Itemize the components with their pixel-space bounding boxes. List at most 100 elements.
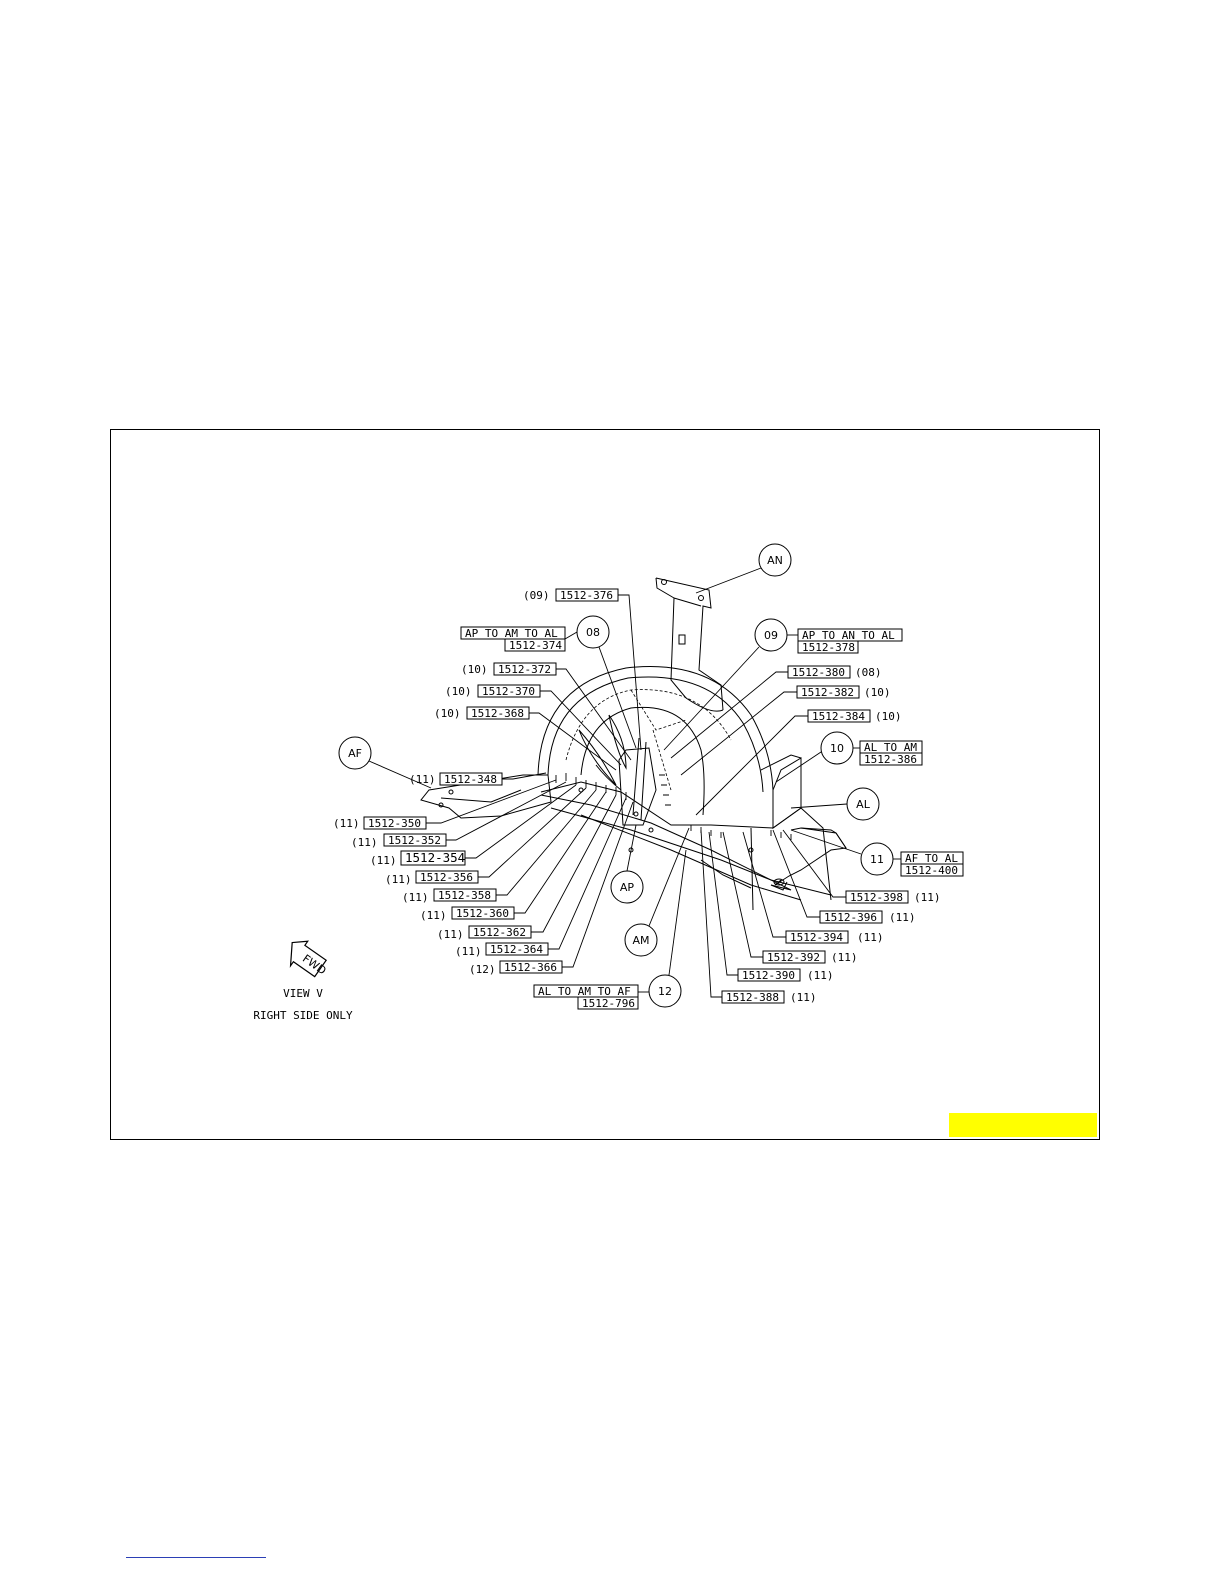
weld-labels-left: (09) 1512-376 (10) 1512-372 (10) 1512-37…	[333, 588, 642, 976]
weld-label: (10) 1512-368	[434, 706, 617, 771]
svg-text:(10): (10)	[461, 663, 488, 676]
weld-label: 1512-388 (11)	[700, 829, 817, 1004]
svg-text:1512-364: 1512-364	[490, 943, 543, 956]
svg-text:1512-358: 1512-358	[438, 889, 491, 902]
svg-text:(11): (11)	[409, 773, 436, 786]
callout-af: AF	[338, 736, 432, 789]
svg-text:(11): (11)	[889, 911, 916, 924]
joint-09-code: 1512-378	[802, 641, 855, 654]
svg-text:(10): (10)	[864, 686, 891, 699]
svg-text:1512-382: 1512-382	[801, 686, 854, 699]
joint-09-desc: AP TO AN TO AL	[802, 629, 895, 642]
svg-text:(11): (11)	[914, 891, 941, 904]
weld-label: 1512-394 (11)	[742, 831, 884, 944]
weld-label: (10) 1512-370	[445, 684, 622, 766]
svg-text:(11): (11)	[807, 969, 834, 982]
joint-11-number: 11	[870, 853, 884, 866]
weld-label: (12) 1512-366	[469, 801, 634, 976]
weld-label: (11) 1512-364	[455, 797, 627, 958]
fwd-arrow-icon: FWD	[289, 940, 329, 978]
svg-text:(11): (11)	[455, 945, 482, 958]
svg-text:1512-396: 1512-396	[824, 911, 877, 924]
joint-12-desc: AL TO AM TO AF	[538, 985, 631, 998]
weld-label: 1512-390 (11)	[708, 831, 834, 982]
part-outlines	[420, 577, 847, 911]
joint-11-callout: 11 AF TO AL 1512-400	[790, 829, 964, 877]
weld-label: 1512-398 (11)	[782, 829, 941, 904]
svg-text:1512-362: 1512-362	[473, 926, 526, 939]
svg-text:(11): (11)	[385, 873, 412, 886]
joint-10-callout: 10 AL TO AM 1512-386	[775, 731, 923, 783]
weld-label: (11) 1512-354	[370, 784, 577, 867]
joint-10-desc: AL TO AM	[864, 741, 917, 754]
svg-text:(11): (11)	[437, 928, 464, 941]
callout-al: AL	[790, 787, 880, 821]
svg-text:(11): (11)	[370, 854, 397, 867]
svg-text:1512-384: 1512-384	[812, 710, 865, 723]
joint-08-number: 08	[586, 626, 600, 639]
callout-an: AN	[695, 543, 792, 594]
weld-label: (11) 1512-360	[420, 791, 607, 922]
assembly-diagram: AN AF AL AP AM AP TO AM TO AL 1512-374 0…	[253, 543, 964, 1022]
svg-text:(10): (10)	[445, 685, 472, 698]
weld-label: (11) 1512-350	[333, 779, 557, 830]
diagram-frame: AN AF AL AP AM AP TO AM TO AL 1512-374 0…	[110, 429, 1100, 1140]
joint-08-desc: AP TO AM TO AL	[465, 627, 558, 640]
callout-ap: AP	[610, 824, 644, 904]
svg-text:1512-392: 1512-392	[767, 951, 820, 964]
joint-10-code: 1512-386	[864, 753, 917, 766]
weld-labels-right: 1512-380 (08) 1512-382 (10) 1512-384 (10…	[670, 665, 941, 1004]
weld-label: (11) 1512-358	[402, 789, 597, 904]
svg-text:(09): (09)	[523, 589, 550, 602]
svg-text:(11): (11)	[402, 891, 429, 904]
weld-label: (11) 1512-356	[385, 787, 587, 886]
footer-link-underline[interactable]	[126, 1557, 266, 1558]
svg-text:1512-370: 1512-370	[482, 685, 535, 698]
svg-text:(11): (11)	[333, 817, 360, 830]
joint-09-number: 09	[764, 629, 778, 642]
svg-text:1512-360: 1512-360	[456, 907, 509, 920]
weld-label: (10) 1512-372	[461, 662, 632, 761]
svg-text:1512-394: 1512-394	[790, 931, 843, 944]
weld-label: 1512-384 (10)	[695, 709, 902, 816]
svg-text:1512-352: 1512-352	[388, 834, 441, 847]
view-title: VIEW V	[283, 987, 323, 1000]
svg-text:(08): (08)	[855, 666, 882, 679]
svg-text:(11): (11)	[420, 909, 447, 922]
view-subtitle: RIGHT SIDE ONLY	[253, 1009, 353, 1022]
weld-label: 1512-396 (11)	[772, 829, 916, 924]
weld-label: 1512-380 (08)	[670, 665, 882, 759]
svg-text:1512-368: 1512-368	[471, 707, 524, 720]
svg-text:1512-398: 1512-398	[850, 891, 903, 904]
weld-label: (11) 1512-362	[437, 794, 617, 941]
svg-text:1512-348: 1512-348	[444, 773, 497, 786]
svg-text:1512-390: 1512-390	[742, 969, 795, 982]
part-al-label: AL	[856, 798, 871, 811]
svg-text:(12): (12)	[469, 963, 496, 976]
part-af-label: AF	[348, 747, 362, 760]
weld-label: (09) 1512-376	[523, 588, 642, 751]
weld-marks	[555, 773, 792, 840]
svg-text:1512-376: 1512-376	[560, 589, 613, 602]
joint-08-code: 1512-374	[509, 639, 562, 652]
svg-text:(11): (11)	[351, 836, 378, 849]
joint-11-desc: AF TO AL	[905, 852, 958, 865]
joint-12-number: 12	[658, 985, 672, 998]
weld-label: 1512-382 (10)	[680, 685, 891, 776]
svg-text:(10): (10)	[875, 710, 902, 723]
svg-text:1512-356: 1512-356	[420, 871, 473, 884]
joint-08-callout: AP TO AM TO AL 1512-374 08	[460, 615, 637, 749]
svg-text:1512-372: 1512-372	[498, 663, 551, 676]
part-am-label: AM	[632, 934, 649, 947]
weld-label: 1512-392 (11)	[722, 831, 858, 964]
highlight-marker	[949, 1113, 1097, 1137]
weld-label: (11) 1512-348	[409, 772, 547, 786]
joint-12-code: 1512-796	[582, 997, 635, 1010]
joint-09-callout: 09 AP TO AN TO AL 1512-378	[663, 618, 903, 751]
svg-text:(11): (11)	[831, 951, 858, 964]
svg-text:1512-380: 1512-380	[792, 666, 845, 679]
joint-11-code: 1512-400	[905, 864, 958, 877]
part-an-label: AN	[767, 554, 783, 567]
callout-am: AM	[624, 827, 690, 957]
svg-text:(10): (10)	[434, 707, 461, 720]
